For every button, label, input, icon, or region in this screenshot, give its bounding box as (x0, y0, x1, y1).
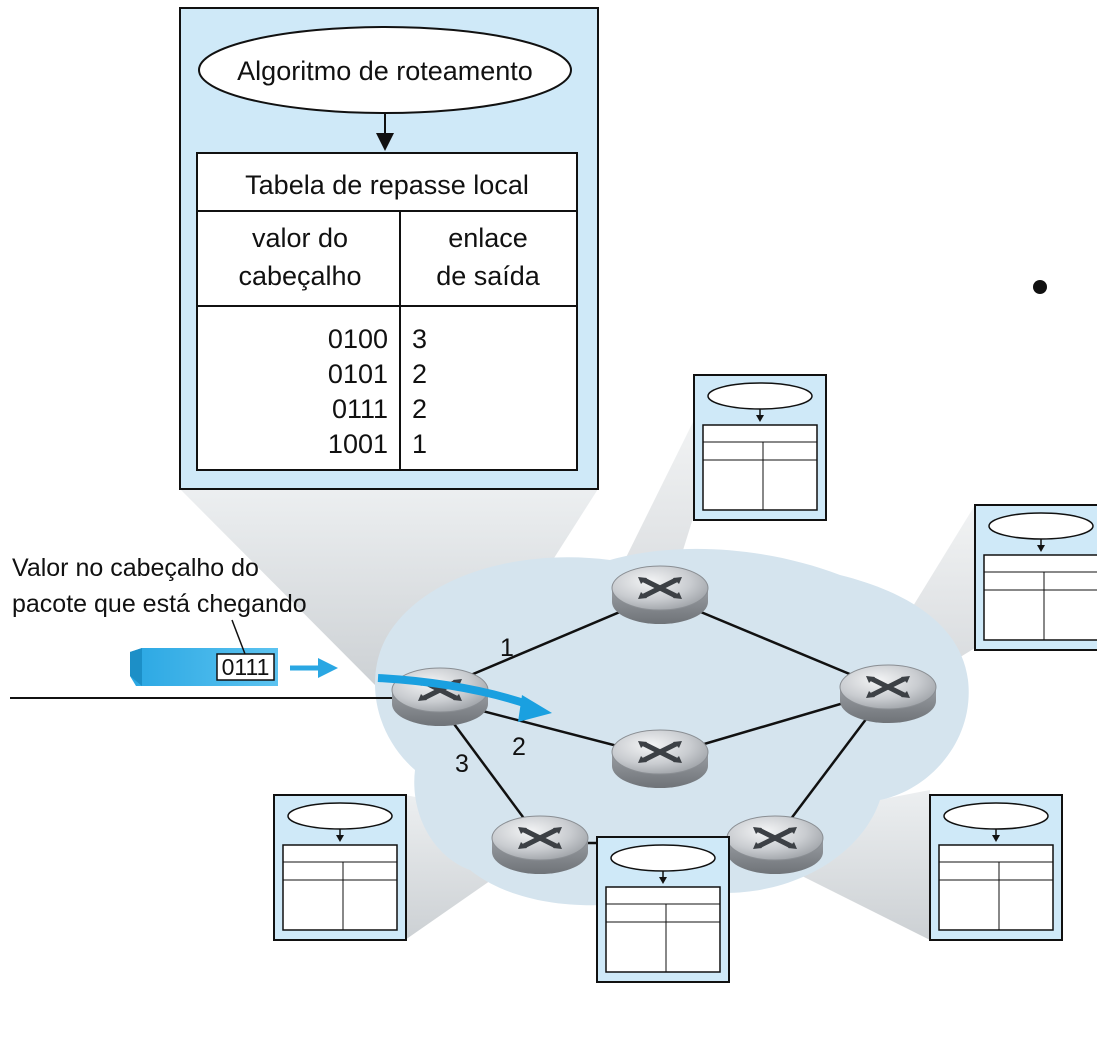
col-header-value-line1: valor do (252, 223, 348, 253)
mini-algorithm-ellipse (943, 802, 1049, 830)
mini-router-box (929, 794, 1063, 941)
packet-pointer (231, 619, 246, 655)
table-cell-outgoing-link: 2 (412, 394, 427, 424)
table-cell-header-value: 0100 (328, 324, 388, 354)
packet-motion-arrow-head (318, 658, 338, 678)
routing-algorithm-label: Algoritmo de roteamento (237, 56, 533, 86)
col-header-link-line1: enlace (448, 223, 528, 253)
table-cell-header-value: 0101 (328, 359, 388, 389)
router-icon (491, 815, 589, 874)
mini-algorithm-ellipse (610, 844, 716, 872)
mini-algorithm-ellipse (287, 802, 393, 830)
table-title: Tabela de repasse local (245, 170, 529, 200)
mini-router-box (693, 374, 827, 521)
algorithm-to-table-arrow-head (376, 133, 394, 151)
link-label-3: 3 (455, 750, 469, 778)
router-icon (611, 565, 709, 624)
table-rows: 0100 3 0101 2 0111 2 1001 1 (328, 324, 427, 459)
forwarding-arrow-head (518, 695, 552, 722)
mini-router-boxes (273, 374, 1097, 983)
link-label-2: 2 (512, 733, 526, 761)
table-cell-header-value: 1001 (328, 429, 388, 459)
packet-callout-line1: Valor no cabeçalho do (12, 554, 259, 582)
router-icon (726, 815, 824, 874)
router-icon (839, 664, 937, 723)
table-cell-header-value: 0111 (332, 394, 388, 424)
router-icon (611, 729, 709, 788)
col-header-value-line2: cabeçalho (238, 261, 361, 291)
col-header-link-line2: de saída (436, 261, 541, 291)
mini-forwarding-table (605, 886, 721, 973)
forwarding-table (196, 152, 578, 471)
packet-callout-line2: pacote que está chegando (12, 590, 307, 618)
table-cell-outgoing-link: 1 (412, 429, 427, 459)
packet-header-box (216, 653, 275, 681)
mini-algorithm-ellipse (988, 512, 1094, 540)
link-label-1: 1 (500, 634, 514, 662)
incoming-packet: 0111 (130, 648, 278, 686)
mini-forwarding-table (938, 844, 1054, 931)
table-cell-outgoing-link: 2 (412, 359, 427, 389)
mini-forwarding-table (702, 424, 818, 511)
table-cell-outgoing-link: 3 (412, 324, 427, 354)
mini-router-box (974, 504, 1097, 651)
packet-header-value: 0111 (222, 654, 270, 680)
bullet-dot (1033, 280, 1047, 294)
mini-algorithm-ellipse (707, 382, 813, 410)
main-router-box: Algoritmo de roteamento Tabela de repass… (179, 7, 599, 490)
forwarding-arrow (377, 674, 532, 709)
mini-router-box (596, 836, 730, 983)
mini-forwarding-table (983, 554, 1097, 641)
mini-router-box (273, 794, 407, 941)
mini-forwarding-table (282, 844, 398, 931)
